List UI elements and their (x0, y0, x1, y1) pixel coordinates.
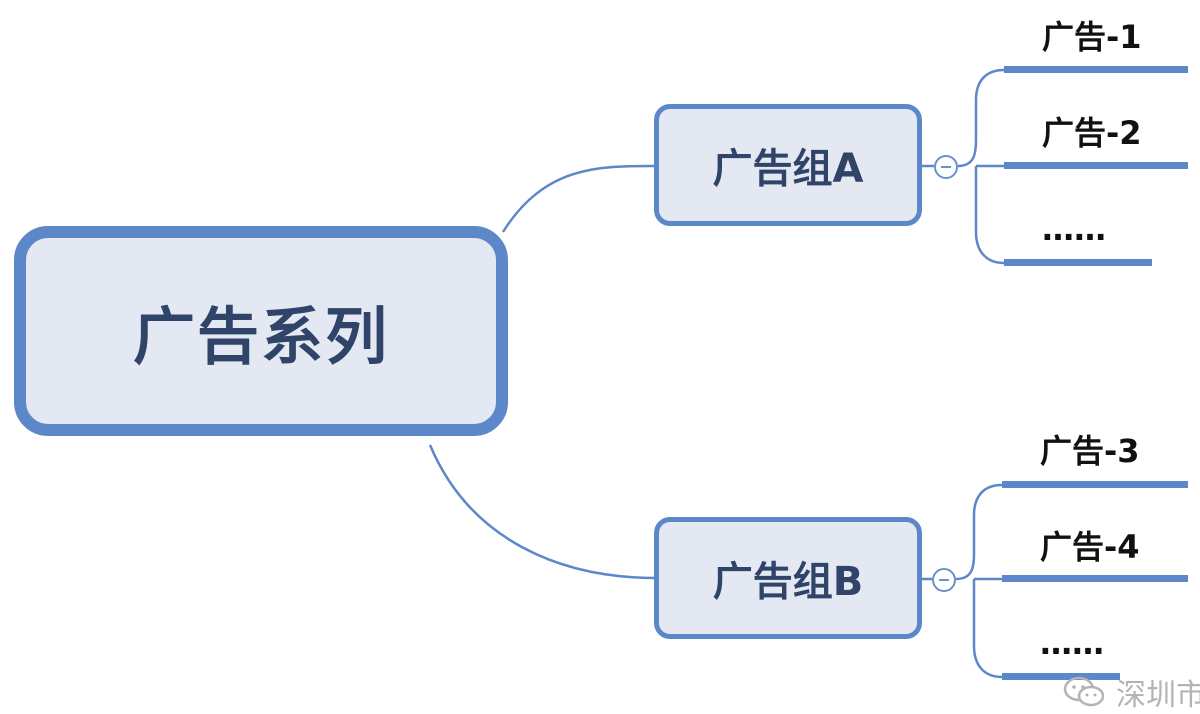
leaf-label-b2[interactable]: 广告-4 (1040, 528, 1140, 566)
leaf-label-b3[interactable]: …… (1040, 624, 1104, 662)
leaf-line-b1 (1002, 481, 1188, 488)
collapse-toggle-group-a[interactable] (934, 155, 958, 179)
leaf-label-b1[interactable]: 广告-3 (1040, 432, 1140, 470)
leaf-label-a2[interactable]: 广告-2 (1042, 114, 1142, 152)
leaf-line-b3 (1002, 673, 1120, 680)
leaf-line-a1 (1004, 66, 1188, 73)
group-node-b-label: 广告组B (712, 559, 864, 605)
group-node-b[interactable]: 广告组B (654, 517, 922, 639)
watermark-text: 深圳市 (1116, 678, 1200, 713)
leaf-line-a2 (1004, 162, 1188, 169)
connector-root-group-a (501, 164, 657, 233)
watermark: 深圳市 (1062, 670, 1200, 714)
connector-group-a-leaves (957, 68, 1005, 265)
collapse-toggle-group-b[interactable] (932, 568, 956, 592)
group-node-a-label: 广告组A (712, 146, 864, 192)
connector-root-group-b (428, 444, 657, 580)
leaf-label-a3[interactable]: …… (1042, 210, 1106, 248)
leaf-line-b2 (1002, 575, 1188, 582)
root-node[interactable]: 广告系列 (14, 226, 508, 436)
wechat-icon (1063, 676, 1105, 707)
root-node-label: 广告系列 (132, 300, 389, 373)
leaf-line-a3 (1004, 259, 1152, 266)
leaf-label-a1[interactable]: 广告-1 (1042, 18, 1142, 56)
group-node-a[interactable]: 广告组A (654, 104, 922, 226)
connector-group-b-leaves (955, 483, 1003, 679)
